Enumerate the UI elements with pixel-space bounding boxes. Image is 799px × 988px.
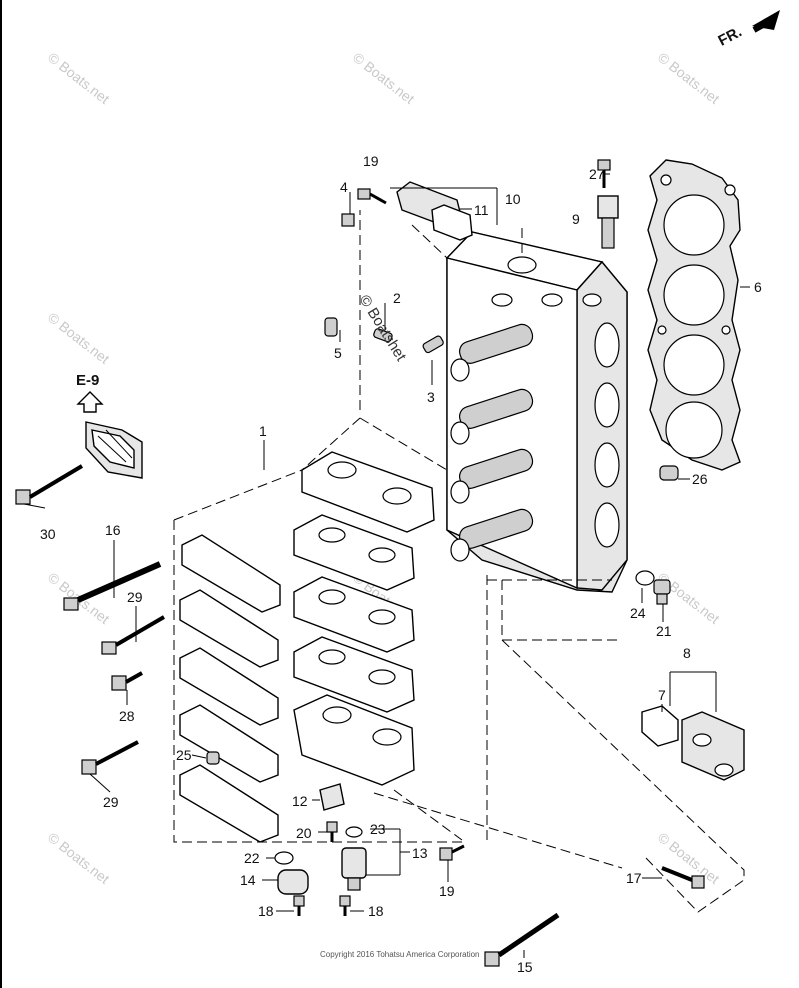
bolt-18-left: [293, 895, 305, 916]
callout-20: 20: [296, 825, 312, 841]
left-cam-cap-2: [179, 589, 279, 668]
reference-label: E-9: [76, 372, 100, 389]
washer-23: [345, 826, 363, 838]
sleeve-2: [373, 328, 393, 343]
cam-cap-row-3: [293, 576, 415, 653]
callout-2: 2: [393, 290, 401, 306]
bolt-15: [484, 912, 560, 967]
bolt-19-top: [357, 188, 387, 205]
cylinder-head: [445, 231, 628, 593]
callout-11: 11: [474, 202, 489, 218]
callout-22: 22: [244, 850, 260, 866]
callout-12: 12: [292, 793, 308, 809]
bolt-29-lower: [81, 740, 139, 775]
callout-19b: 19: [439, 883, 455, 899]
sleeve-3: [422, 335, 444, 354]
head-gasket: [647, 159, 741, 471]
left-cam-cap-4: [179, 704, 279, 783]
washer-24: [635, 570, 655, 586]
callout-13: 13: [412, 845, 428, 861]
callout-9: 9: [572, 211, 580, 227]
callout-21: 21: [656, 623, 672, 639]
reference-up-arrow: [76, 391, 104, 413]
cam-cap-row-2: [293, 514, 415, 591]
bolt-17: [661, 866, 705, 889]
callout-8: 8: [683, 645, 691, 661]
callout-4: 4: [340, 179, 348, 195]
spark-plug-16: [63, 561, 162, 611]
callout-19a: 19: [363, 153, 379, 169]
left-cam-cap-3: [179, 647, 279, 726]
valve-assembly-8: [641, 705, 745, 781]
bolt-19-lower: [439, 844, 465, 861]
callout-10: 10: [505, 191, 521, 207]
sensor-13: [341, 847, 367, 891]
callout-7: 7: [658, 687, 666, 703]
callout-29a: 29: [127, 589, 143, 605]
pin-5: [324, 317, 338, 337]
cam-cap-upper: [301, 451, 435, 533]
plug-14: [277, 869, 309, 895]
plug-26: [659, 465, 679, 481]
callout-24: 24: [630, 605, 646, 621]
callout-18b: 18: [368, 903, 384, 919]
callout-30: 30: [40, 526, 56, 542]
callout-3: 3: [427, 389, 435, 405]
pin-25: [206, 751, 220, 765]
bolt-20: [326, 821, 338, 842]
callout-29b: 29: [103, 794, 119, 810]
callout-18a: 18: [258, 903, 274, 919]
sensor-9: [597, 195, 619, 249]
left-cam-cap-5: [179, 764, 279, 843]
front-direction-arrow: [752, 10, 780, 33]
assembly-dashed-lines: [173, 210, 745, 913]
callout-25: 25: [176, 747, 192, 763]
callout-6: 6: [754, 279, 762, 295]
bolt-27: [597, 159, 611, 188]
callout-15: 15: [517, 959, 533, 975]
callout-1: 1: [259, 423, 267, 439]
callout-28: 28: [119, 708, 135, 724]
copyright-notice: Copyright 2016 Tohatsu America Corporati…: [320, 950, 480, 959]
cam-cap-lower: [293, 694, 415, 786]
cam-cap-row-4: [293, 636, 415, 713]
bracket-e9: [85, 421, 143, 479]
nut-4: [341, 213, 355, 227]
bolt-29-upper: [101, 615, 166, 655]
cover-plate: [396, 181, 473, 241]
bolt-28: [111, 671, 143, 691]
callout-17: 17: [626, 870, 642, 886]
bolt-18-right: [339, 895, 351, 916]
washer-22: [274, 851, 294, 865]
bolt-30: [15, 464, 84, 505]
plug-21: [653, 579, 671, 605]
bracket-12: [319, 783, 345, 811]
callout-23: 23: [370, 821, 386, 837]
callout-26: 26: [692, 471, 708, 487]
leader-lines: [23, 173, 750, 958]
left-cam-cap-1: [181, 534, 281, 613]
callout-27: 27: [589, 166, 605, 182]
callout-16: 16: [105, 522, 121, 538]
callout-14: 14: [240, 872, 256, 888]
callout-5: 5: [334, 345, 342, 361]
